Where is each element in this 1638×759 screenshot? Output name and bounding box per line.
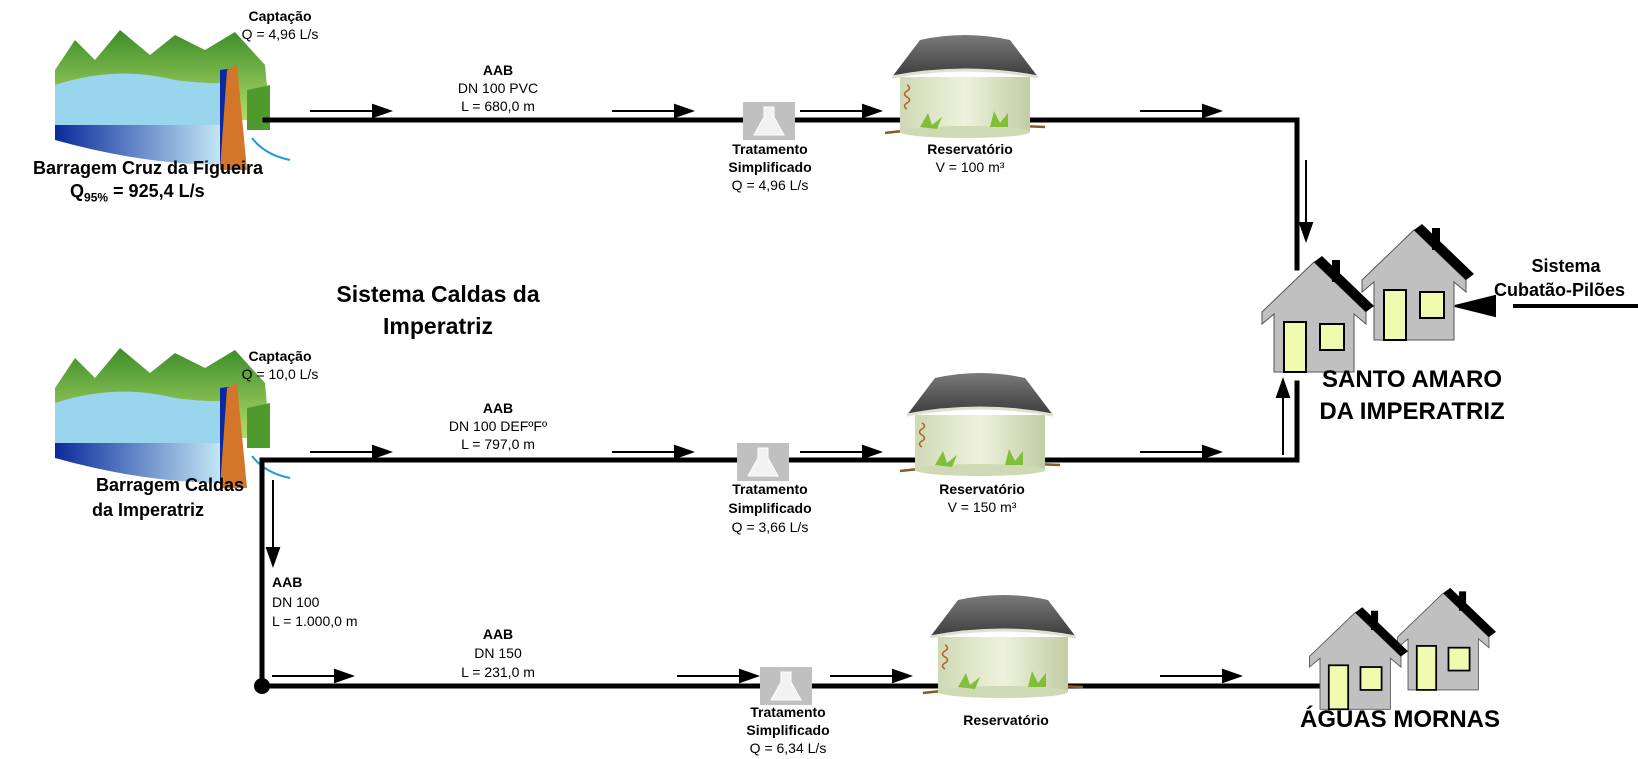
dam-icon-cruz-figueira xyxy=(54,29,291,171)
treatment-icon-mid xyxy=(736,442,790,482)
res-top-volume: V = 100 m³ xyxy=(935,159,1005,175)
aab-vert-dn: DN 100 xyxy=(272,594,320,610)
treat-top-line1: Tratamento xyxy=(732,141,808,157)
treat-bot-line2: Simplificado xyxy=(746,722,830,738)
system-title-line2: Imperatriz xyxy=(383,313,493,339)
captacao-top-label: Captação xyxy=(248,8,312,24)
reservoir-icon-mid xyxy=(898,371,1062,478)
system-title-line1: Sistema Caldas da xyxy=(336,281,540,307)
aab-bot-length: L = 231,0 m xyxy=(461,664,535,680)
res-bot-label: Reservatório xyxy=(963,712,1049,728)
captacao-top-flow: Q = 4,96 L/s xyxy=(241,26,319,42)
dam-top-flow: Q95% = 925,4 L/s xyxy=(70,181,205,205)
treat-bot-line1: Tratamento xyxy=(750,704,826,720)
reservoir-icon-top xyxy=(883,33,1047,140)
aab-mid-label: AAB xyxy=(482,400,514,416)
aab-top-length: L = 680,0 m xyxy=(461,98,535,114)
treat-bot-flow: Q = 6,34 L/s xyxy=(749,740,827,756)
treat-mid-line1: Tratamento xyxy=(732,481,808,497)
town-aguas-mornas: ÁGUAS MORNAS xyxy=(1299,706,1501,733)
treat-mid-flow: Q = 3,66 L/s xyxy=(731,519,809,535)
captacao-mid-flow: Q = 10,0 L/s xyxy=(241,366,319,382)
dam-mid-line2: da Imperatriz xyxy=(91,500,205,520)
treat-top-flow: Q = 4,96 L/s xyxy=(731,177,809,193)
aab-bot-dn: DN 150 xyxy=(474,645,522,661)
aab-vert-label: AAB xyxy=(272,574,303,590)
aab-vert-length: L = 1.000,0 m xyxy=(272,613,358,629)
treatment-icon-bottom xyxy=(759,666,813,706)
aab-mid-dn: DN 100 DEFºFº xyxy=(448,418,548,434)
house-icon-santo-amaro-back xyxy=(1361,223,1475,341)
res-mid-volume: V = 150 m³ xyxy=(947,499,1017,515)
aab-top-label: AAB xyxy=(482,62,514,78)
dam-mid-line1: Barragem Caldas xyxy=(95,475,245,495)
sistema-externo-line1: Sistema xyxy=(1531,256,1601,276)
treatment-icon-top xyxy=(742,101,796,141)
captacao-mid-label: Captação xyxy=(248,348,312,364)
house-icon-aguas-mornas-front xyxy=(1308,606,1409,711)
aab-mid-length: L = 797,0 m xyxy=(461,436,535,452)
aab-bot-label: AAB xyxy=(482,626,514,642)
house-icon-santo-amaro-front xyxy=(1261,255,1375,373)
treat-mid-line2: Simplificado xyxy=(728,500,812,516)
res-top-label: Reservatório xyxy=(927,141,1013,157)
aab-top-dn: DN 100 PVC xyxy=(457,80,539,96)
sistema-externo-line2: Cubatão-Pilões xyxy=(1494,280,1626,300)
res-mid-label: Reservatório xyxy=(939,481,1025,497)
town-santo-amaro-line1: SANTO AMARO xyxy=(1322,366,1502,393)
house-icon-aguas-mornas-back xyxy=(1396,586,1497,691)
town-santo-amaro-line2: DA IMPERATRIZ xyxy=(1319,398,1505,425)
junction-node xyxy=(254,678,270,694)
treat-top-line2: Simplificado xyxy=(728,159,812,175)
reservoir-icon-bottom xyxy=(921,593,1085,700)
dam-top-name: Barragem Cruz da Figueira xyxy=(32,158,264,178)
